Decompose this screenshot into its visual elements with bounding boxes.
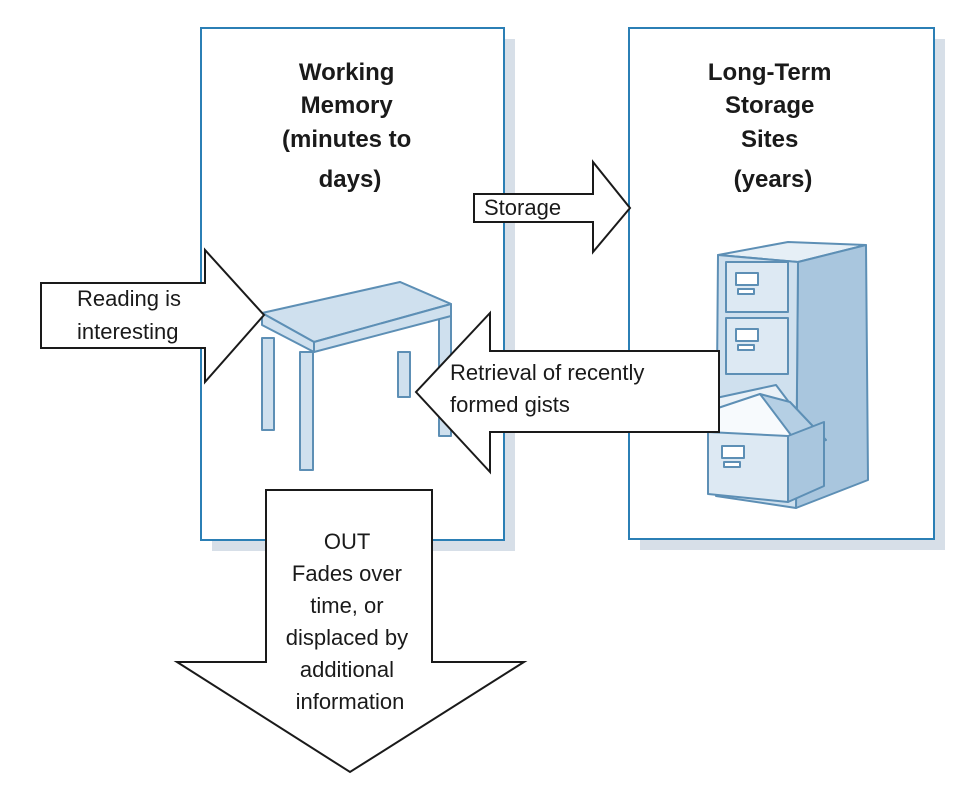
storage-label: Storage [484,195,561,220]
long-term-title: Long-Term Storage Sites (years) [708,59,838,193]
retrieval-arrow [414,310,720,475]
working-memory-box [200,27,505,541]
reading-label: Reading is interesting [77,286,187,344]
out-label: OUT Fades over time, or displaced by add… [286,529,414,714]
out-arrow [173,489,528,774]
retrieval-label: Retrieval of recently formed gists [450,360,651,417]
reading-arrow [40,247,266,385]
working-memory-title: Working Memory (minutes to days) [282,59,418,193]
storage-arrow [473,159,632,255]
file-cabinet-icon [707,241,869,509]
